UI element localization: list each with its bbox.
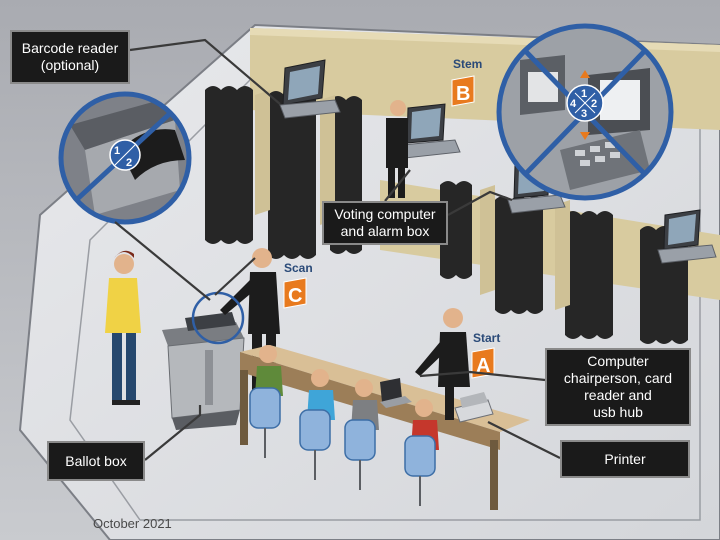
person-yellow — [105, 250, 141, 405]
voting-computer-callout: 1 2 3 4 — [496, 23, 674, 201]
seated-workers — [249, 345, 439, 506]
printer — [454, 392, 494, 423]
voting-computer-label: Voting computer and alarm box — [322, 201, 448, 245]
barcode-reader-callout: 1 2 — [58, 91, 192, 225]
ballot-box — [162, 312, 245, 430]
voting-step-2: 2 — [591, 98, 597, 110]
station-scan: Scan C — [283, 261, 313, 309]
station-start: Start A — [471, 331, 500, 379]
station-stem-name: Stem — [453, 57, 482, 71]
barcode-step-2: 2 — [126, 157, 132, 169]
voting-booths — [205, 28, 720, 344]
station-scan-letter: C — [288, 285, 302, 307]
barcode-step-1: 1 — [114, 145, 120, 157]
date-stamp: October 2021 — [93, 516, 172, 531]
station-stem-letter: B — [456, 83, 470, 105]
station-scan-name: Scan — [284, 261, 313, 275]
voting-step-4: 4 — [570, 98, 577, 110]
laptop — [380, 378, 412, 408]
station-start-letter: A — [476, 355, 490, 377]
printer-label: Printer — [560, 440, 690, 478]
voting-step-1: 1 — [581, 88, 587, 100]
barcode-reader-label: Barcode reader (optional) — [10, 30, 130, 84]
ballot-box-label: Ballot box — [47, 441, 145, 481]
computer-chairperson-label: Computer chairperson, card reader and us… — [545, 348, 691, 426]
voter-figure — [386, 100, 408, 198]
leader-lines — [114, 38, 561, 461]
station-stem: Stem B — [451, 57, 482, 107]
station-start-name: Start — [473, 331, 500, 345]
voting-step-3: 3 — [581, 108, 587, 120]
